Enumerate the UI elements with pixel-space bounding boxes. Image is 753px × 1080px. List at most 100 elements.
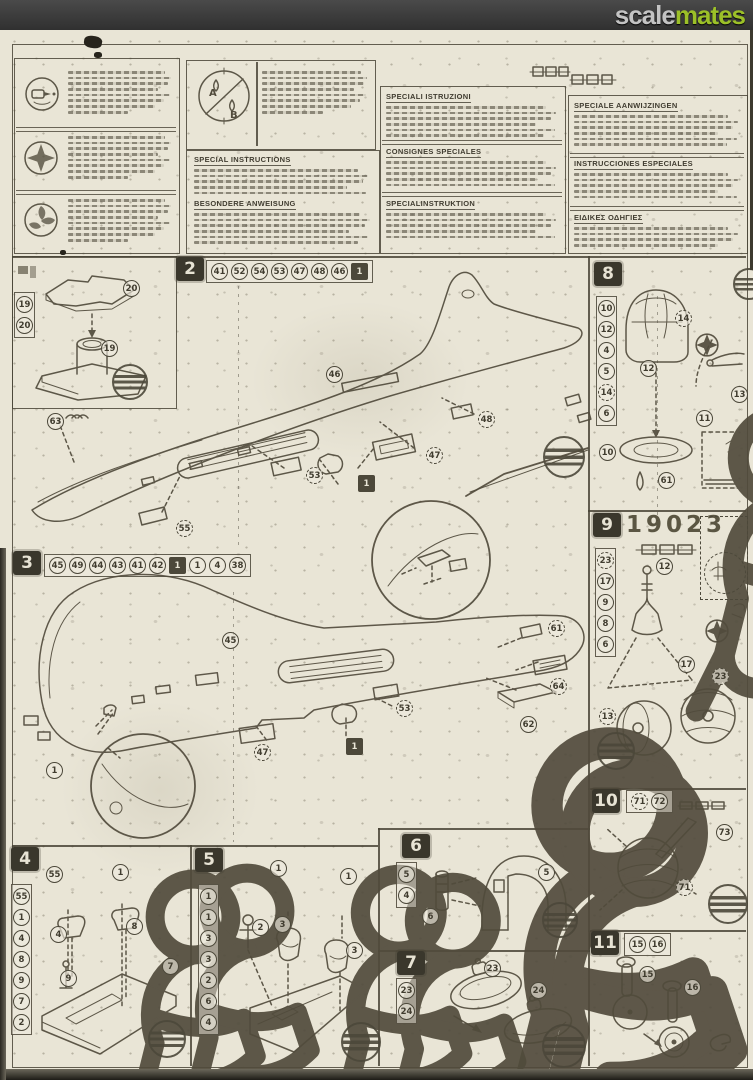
glue-symbol: [148, 1020, 186, 1058]
part-number: 53: [271, 263, 288, 280]
wheel-half-b: [680, 688, 736, 744]
heading-it: SPECIALI ISTRUZIONI: [386, 92, 471, 103]
part-callout-11: 11: [696, 410, 713, 427]
detail-inset-circle: [90, 733, 196, 839]
step-11-marker: 11: [591, 931, 619, 955]
press-fit-cross-icon: [705, 619, 729, 643]
part-number: 8: [13, 951, 30, 968]
detail-inset-circle: [371, 500, 491, 620]
step-3-marker: 3: [13, 551, 41, 575]
part-callout-1: 1: [340, 868, 357, 885]
part-callout-12: 12: [656, 558, 673, 575]
stand-panel-border: [12, 256, 177, 409]
icon-letter-a: A: [209, 88, 217, 99]
part-callout-55: 55: [176, 520, 193, 537]
part-number: 2: [13, 1014, 30, 1031]
cockpit-crew-art: [41, 871, 312, 1080]
attention-block: [186, 60, 376, 150]
part-callout-14: 14: [675, 310, 692, 327]
lower-fuselage-exploded-art: [23, 573, 734, 1080]
part-number: 1: [13, 909, 30, 926]
panel-cut-lines: [465, 447, 589, 497]
gear-inset-box: [700, 516, 748, 600]
separator: [382, 140, 562, 145]
symbol-legend-block: [14, 58, 180, 254]
landing-gear-art: [607, 544, 745, 756]
part-callout-47: 47: [426, 447, 443, 464]
gear-inset-circle: [704, 552, 746, 594]
part-callout-46: 46: [326, 366, 343, 383]
part-callout-3: 3: [346, 942, 363, 959]
part-number: 23: [398, 982, 415, 999]
scan-mark: [94, 52, 102, 58]
press-fit-cross-icon: [695, 333, 719, 357]
cut-off-symbol-icon: [24, 203, 58, 237]
part-callout-63: 63: [47, 413, 64, 430]
part-number: 15: [629, 936, 646, 953]
part-number: 12: [598, 321, 615, 338]
bulkhead-art: [435, 855, 567, 931]
part-number: 19: [16, 296, 33, 313]
part-number: 49: [69, 557, 86, 574]
part-callout-61: 61: [658, 472, 675, 489]
part-callout-64: 64: [550, 678, 567, 695]
part-callout-61: 61: [548, 620, 565, 637]
part-callout-13: 13: [731, 386, 748, 403]
part-number: 6: [598, 405, 615, 422]
part-number: 1: [351, 263, 368, 280]
part-callout-55: 55: [46, 866, 63, 883]
fuselage-windows: [140, 371, 400, 487]
heading-sv: SPECIALINSTRUKTION: [386, 199, 476, 210]
turret-base-ring: [619, 436, 693, 464]
part-callout-13: 13: [599, 708, 616, 725]
heading-fr: CONSIGNES SPECIALES: [386, 147, 482, 158]
paint-ab-icon: A B: [198, 67, 250, 125]
part-number: 24: [398, 1003, 415, 1020]
part-number: 1: [200, 909, 217, 926]
part-number: 16: [649, 936, 666, 953]
border-line: [588, 930, 746, 932]
sprue-sketch: [529, 66, 571, 77]
heading-es: INSTRUCCIONES ESPECIALES: [574, 159, 693, 170]
part-callout-8: 8: [126, 918, 143, 935]
paper-stain: [60, 700, 260, 880]
border-line: [378, 828, 590, 830]
floor-plate: [249, 975, 367, 1053]
part-number: 4: [200, 1014, 217, 1031]
part-callout-53: 53: [306, 467, 323, 484]
instructions-block-it-fr-sv: [380, 86, 566, 254]
bulkhead-inner: [507, 873, 549, 931]
fairing-a: [450, 957, 522, 1010]
separator: [16, 127, 176, 132]
border-line: [12, 845, 378, 847]
tail-wheel-a: [612, 994, 648, 1030]
part-number: 20: [16, 317, 33, 334]
part-callout-10: 10: [599, 444, 616, 461]
locator-square: 1: [358, 475, 375, 492]
part-callout-48: 48: [478, 411, 495, 428]
upper-fuselage-exploded-art: [31, 271, 592, 526]
part-number: 6: [200, 993, 217, 1010]
tail-wheel-art: [612, 956, 732, 1058]
cement-symbol-icon: [25, 77, 59, 111]
part-callout-7: 7: [162, 958, 179, 975]
part-number: 71: [631, 793, 648, 810]
fuselage-outline: [31, 271, 583, 522]
part-callout-71: 71: [676, 879, 693, 896]
legend-text-row3: [68, 196, 172, 244]
part-callout-62: 62: [520, 716, 537, 733]
separator: [382, 192, 562, 197]
part-callout-1: 1: [46, 762, 63, 779]
legend-text-row2: [68, 133, 172, 181]
icon-letter-b: B: [230, 110, 238, 121]
inset-box: [701, 431, 747, 489]
part-callout-4: 4: [50, 926, 67, 943]
part-callout-2: 2: [252, 919, 269, 936]
es-text-lines: [574, 170, 740, 201]
part-callout-12: 12: [640, 360, 657, 377]
part-callout-45: 45: [222, 632, 239, 649]
